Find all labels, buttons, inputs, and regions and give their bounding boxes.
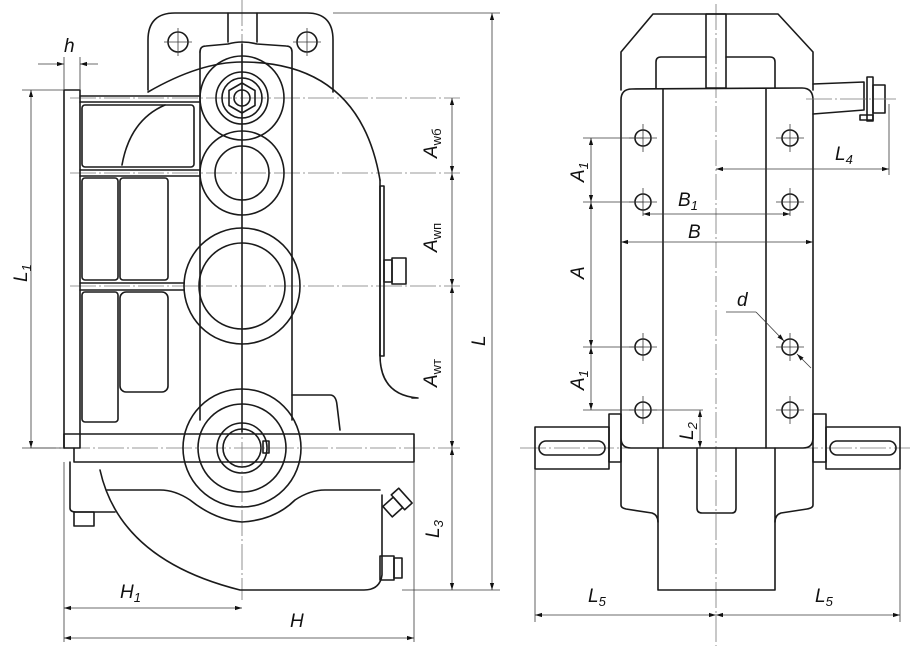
dimension-H: H1 H — [63, 462, 415, 642]
intermediate-bearing-2 — [198, 242, 286, 330]
output-boss-outer — [182, 388, 302, 508]
label-L3: L — [423, 527, 444, 538]
label-d: d — [737, 290, 749, 311]
lower-slot — [696, 447, 737, 514]
lower-housing-right — [291, 354, 419, 431]
input-boss-inner — [215, 71, 269, 125]
label-L1: L — [11, 271, 32, 282]
dimension-d: d — [726, 290, 812, 369]
housing-pocket-1 — [81, 104, 195, 168]
label-L: L — [469, 335, 490, 346]
shaft-collar-right — [812, 413, 827, 463]
label-H: H — [290, 611, 304, 632]
housing-pocket-4 — [81, 291, 119, 423]
housing-pocket-2 — [81, 177, 119, 281]
input-boss-outer — [199, 55, 285, 141]
oil-level-indicator — [382, 487, 413, 518]
drain-plug-head — [393, 557, 403, 579]
svg-text:A1: A1 — [568, 162, 591, 183]
intermediate-boss-1 — [199, 130, 285, 216]
label-B: B — [688, 222, 701, 243]
shaft-collar-left — [608, 413, 622, 463]
dimension-B: B1 B — [621, 190, 813, 245]
hex-nut-icon — [228, 82, 256, 114]
label-B1: B — [678, 190, 691, 211]
sump-top-edge — [106, 489, 381, 523]
output-boss-mid — [197, 403, 287, 493]
keyway-left — [538, 440, 606, 456]
intermediate-bearing-1 — [214, 145, 270, 201]
dimension-L2: L2 — [677, 410, 703, 448]
top-boss — [655, 56, 776, 89]
housing-pocket-3 — [119, 177, 169, 281]
label-L4: L — [835, 144, 846, 165]
svg-text:B1: B1 — [678, 190, 698, 213]
keyway-right — [829, 440, 897, 456]
dimension-A-stack: Awб Awп Awт — [421, 98, 455, 448]
housing-pocket-5 — [119, 291, 169, 393]
output-shaft-bore — [222, 428, 262, 468]
label-h: h — [64, 36, 75, 57]
dimension-L3: L3 — [423, 448, 455, 590]
housing-body — [620, 87, 814, 449]
dimension-L1: L1 — [11, 89, 64, 449]
cover-bolt — [383, 259, 393, 283]
label-H1: H — [120, 582, 134, 603]
svg-text:L1: L1 — [11, 264, 34, 282]
dimension-A-side: A1 A A1 — [568, 137, 703, 411]
input-shaft-stub — [806, 76, 896, 122]
input-boss-ring — [221, 77, 263, 119]
cover-bolt-head — [391, 257, 407, 285]
lifting-lug — [147, 12, 334, 93]
mounting-flange — [63, 89, 81, 449]
output-key — [262, 440, 270, 454]
svg-text:H1: H1 — [120, 582, 141, 605]
pocket-curve — [121, 104, 166, 166]
dimension-L5: L5 L5 — [534, 469, 901, 622]
svg-text:Awб: Awб — [421, 128, 444, 159]
label-L5-left: L — [588, 586, 599, 607]
svg-text:L5: L5 — [815, 586, 834, 609]
svg-text:L5: L5 — [588, 586, 607, 609]
oil-sump — [99, 469, 383, 591]
svg-text:Awп: Awп — [421, 223, 444, 253]
label-A1-top: A — [568, 169, 589, 183]
side-view: A1 A A1 B1 B L4 d — [520, 4, 910, 646]
label-Awt: A — [421, 374, 442, 388]
split-flange — [63, 433, 415, 463]
dimension-h: h — [38, 36, 98, 90]
bearing-column-right — [199, 41, 293, 421]
dimension-L: L — [333, 12, 500, 591]
svg-text:Awт: Awт — [421, 359, 444, 388]
dimension-L4: L4 — [716, 104, 890, 175]
intermediate-boss-2 — [183, 227, 301, 345]
shaft-end — [233, 89, 251, 107]
label-L5-right: L — [815, 586, 826, 607]
label-A1-bottom: A — [568, 377, 589, 391]
label-L2: L — [677, 429, 698, 440]
output-shaft — [216, 422, 268, 474]
housing-dome — [147, 61, 381, 181]
lug-rib — [227, 12, 258, 43]
svg-text:L3: L3 — [423, 519, 446, 538]
label-Awp: A — [421, 239, 442, 253]
lower-housing-side — [620, 447, 814, 591]
lower-left-housing — [69, 461, 116, 513]
svg-text:A1: A1 — [568, 370, 591, 391]
top-cap — [620, 13, 814, 91]
svg-text:L4: L4 — [835, 144, 853, 167]
drain-plug-left — [73, 511, 95, 527]
label-A: A — [568, 266, 589, 280]
label-Awb: A — [421, 145, 442, 159]
output-shafts — [534, 413, 901, 470]
front-view: h L1 Awб Awп Awт — [11, 0, 500, 642]
svg-text:L2: L2 — [677, 421, 700, 440]
